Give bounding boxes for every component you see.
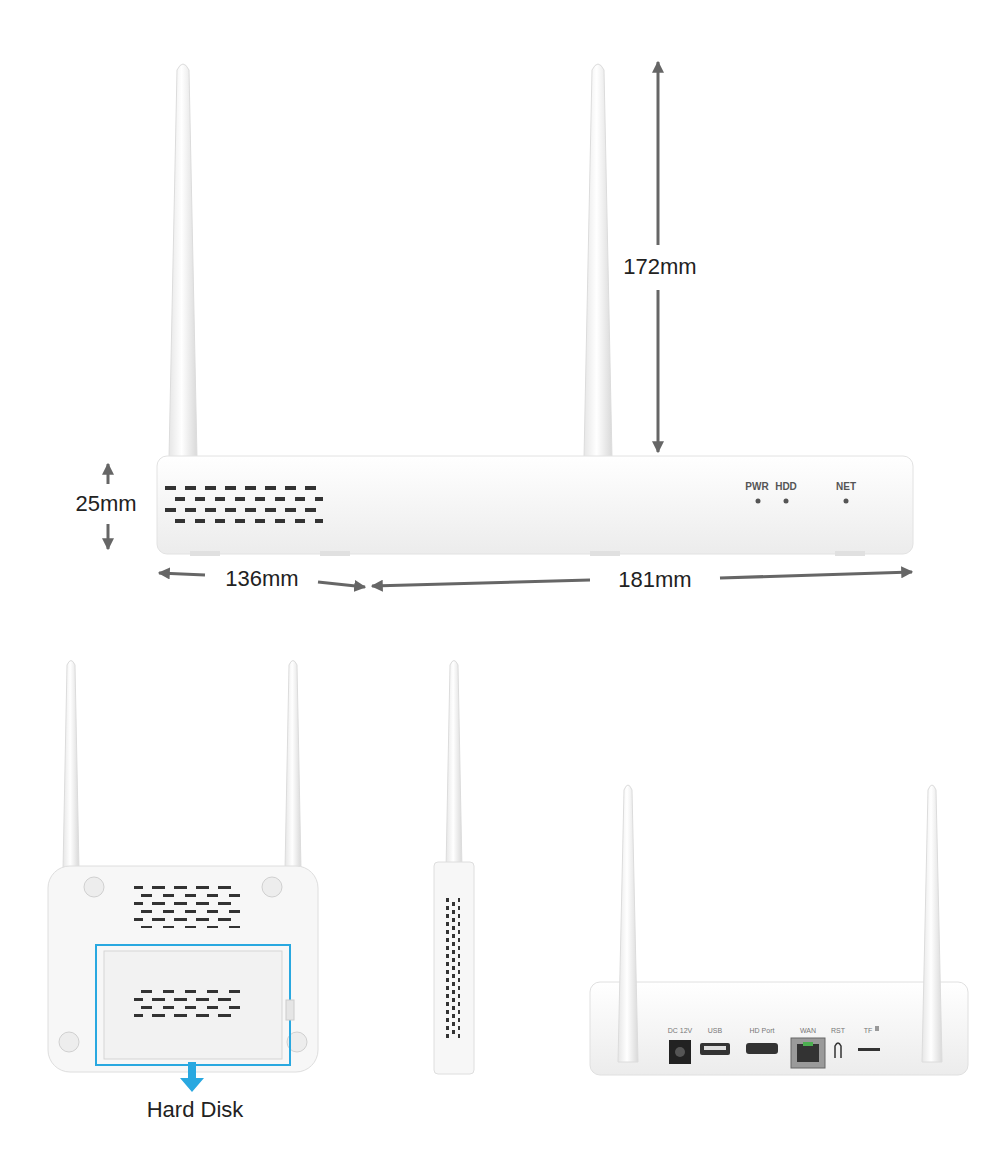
port-label: WAN xyxy=(800,1027,816,1035)
led-label: PWR xyxy=(745,481,768,492)
port-label: TF xyxy=(864,1027,873,1035)
port-label: DC 12V xyxy=(668,1027,693,1035)
dimension-label: 181mm xyxy=(616,568,693,592)
dimension-label: 25mm xyxy=(73,492,138,516)
callout-label: Hard Disk xyxy=(145,1098,246,1122)
port-label: HD Port xyxy=(750,1027,775,1035)
port-label: RST xyxy=(831,1027,845,1035)
dimension-label: 172mm xyxy=(621,255,698,279)
led-label: HDD xyxy=(775,481,797,492)
dimension-label: 136mm xyxy=(223,567,300,591)
port-label: USB xyxy=(708,1027,722,1035)
led-label: NET xyxy=(836,481,856,492)
